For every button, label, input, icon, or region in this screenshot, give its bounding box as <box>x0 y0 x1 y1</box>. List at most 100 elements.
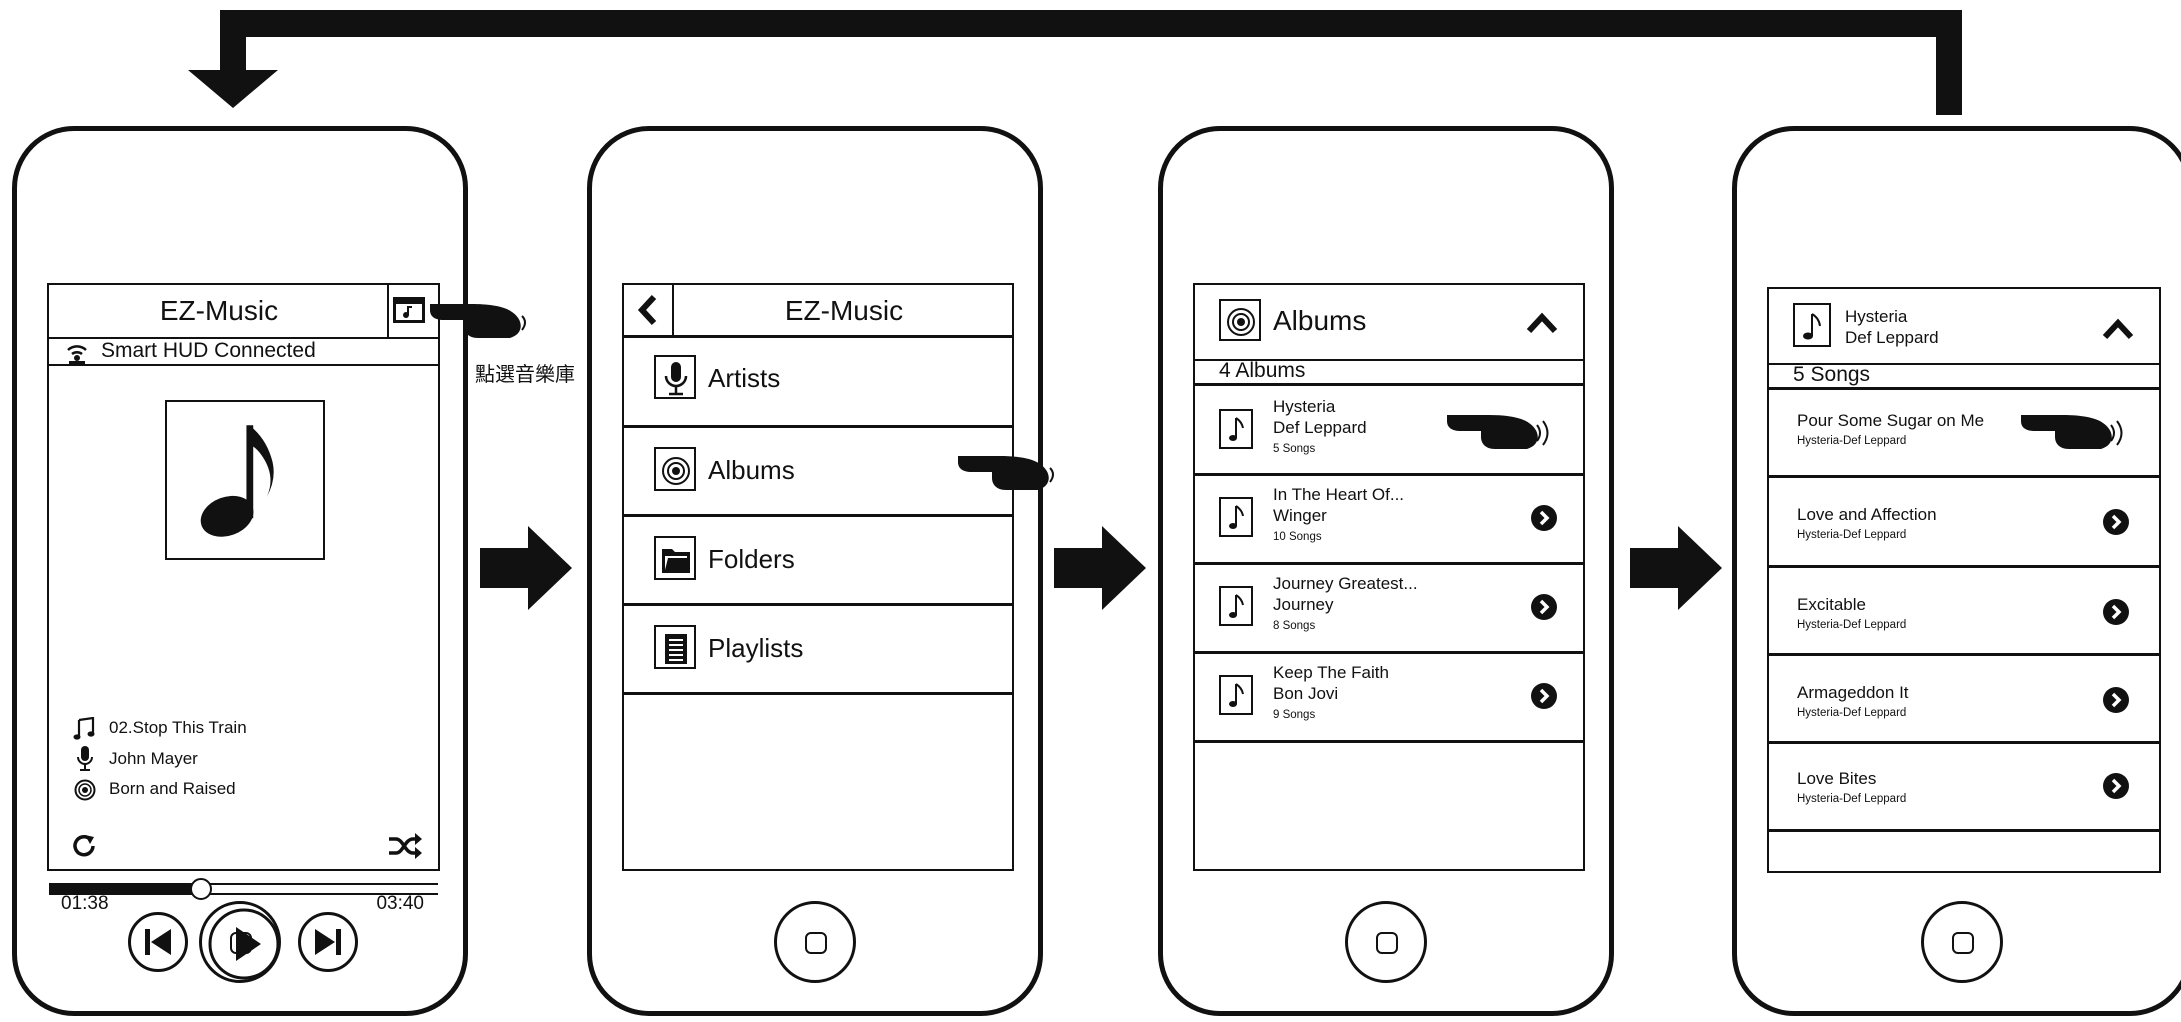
song-row[interactable]: Armageddon It Hysteria-Def Leppard <box>1769 655 2159 743</box>
collapse-chevron-icon[interactable] <box>1525 309 1559 337</box>
album-disc-icon <box>1219 299 1261 341</box>
album-title: Keep The Faith <box>1273 663 1389 682</box>
artist-name: John Mayer <box>109 749 198 768</box>
flow-arrow-1 <box>480 526 572 610</box>
chevron-right-icon[interactable] <box>1531 594 1557 620</box>
song-title: Excitable <box>1797 595 1866 614</box>
album-row[interactable]: In The Heart Of... Winger 10 Songs <box>1195 475 1583 563</box>
music-note-icon <box>1219 497 1253 537</box>
menu-item-folders[interactable]: Folders <box>624 516 1012 604</box>
track-note-icon <box>73 717 95 740</box>
library-button[interactable] <box>391 293 427 327</box>
album-song-count: 5 Songs <box>1273 443 1316 455</box>
collapse-chevron-icon[interactable] <box>2101 315 2135 343</box>
album-row[interactable]: Keep The Faith Bon Jovi 9 Songs <box>1195 653 1583 741</box>
album-art <box>165 400 325 560</box>
songs-count: 5 Songs <box>1793 363 1871 386</box>
home-button[interactable] <box>1921 901 2003 983</box>
chevron-right-icon[interactable] <box>1531 683 1557 709</box>
microphone-icon <box>654 355 696 399</box>
music-note-icon <box>200 425 274 537</box>
album-artist: Bon Jovi <box>1273 684 1339 703</box>
chevron-right-icon[interactable] <box>2103 687 2129 713</box>
chevron-right-icon[interactable] <box>2103 509 2129 535</box>
song-subtitle: Hysteria-Def Leppard <box>1797 707 1907 719</box>
song-subtitle: Hysteria-Def Leppard <box>1797 435 1907 447</box>
home-button[interactable] <box>1345 901 1427 983</box>
flow-arrow-2 <box>1054 526 1146 610</box>
library-folder-icon <box>393 297 425 323</box>
albums-title: Albums <box>1273 305 1367 336</box>
tap-hand-icon <box>1447 415 1549 449</box>
phone-albums: Albums 4 Albums Hysteria Def Leppard 5 S… <box>1158 126 1614 1016</box>
next-icon[interactable] <box>297 911 359 973</box>
menu-label-playlists: Playlists <box>708 633 804 663</box>
home-button[interactable] <box>199 901 281 983</box>
back-button[interactable] <box>624 285 674 337</box>
tap-hand-icon <box>2021 415 2123 449</box>
song-row[interactable]: Excitable Hysteria-Def Leppard <box>1769 567 2159 655</box>
song-row[interactable]: Pour Some Sugar on Me Hysteria-Def Leppa… <box>1769 389 2159 477</box>
now-playing-screen: EZ-Music Smart HUD Connected <box>47 283 440 980</box>
chevron-right-icon[interactable] <box>2103 599 2129 625</box>
song-subtitle: Hysteria-Def Leppard <box>1797 619 1907 631</box>
time-elapsed: 01:38 <box>61 893 109 914</box>
folder-icon <box>654 536 696 580</box>
library-menu-screen: EZ-Music Artists Albums Folders <box>622 283 1014 871</box>
progress-thumb[interactable] <box>189 878 212 900</box>
menu-label-folders: Folders <box>708 544 795 574</box>
menu-item-playlists[interactable]: Playlists <box>624 605 1012 693</box>
song-title: Love Bites <box>1797 769 1877 788</box>
album-artist: Winger <box>1273 506 1327 525</box>
tap-hand-icon <box>430 304 526 338</box>
chevron-right-icon[interactable] <box>1531 505 1557 531</box>
album-row[interactable]: Hysteria Def Leppard 5 Songs <box>1195 385 1583 473</box>
app-title: EZ-Music <box>159 295 279 326</box>
phone-now-playing: EZ-Music Smart HUD Connected <box>12 126 468 1016</box>
album-title: In The Heart Of... <box>1273 485 1405 504</box>
album-title: Hysteria <box>1845 307 1908 326</box>
tap-hand-icon <box>958 456 1054 490</box>
album-song-count: 9 Songs <box>1273 709 1316 721</box>
back-chevron-icon <box>637 294 657 326</box>
album-title: Hysteria <box>1273 397 1336 416</box>
album-row[interactable]: Journey Greatest... Journey 8 Songs <box>1195 564 1583 652</box>
song-title: Pour Some Sugar on Me <box>1797 411 1985 430</box>
album-disc-icon <box>654 447 696 491</box>
menu-title: EZ-Music <box>784 295 904 326</box>
connection-status: Smart HUD Connected <box>101 339 316 362</box>
home-button[interactable] <box>774 901 856 983</box>
song-title: Love and Affection <box>1797 505 1937 524</box>
menu-item-artists[interactable]: Artists <box>624 337 1012 425</box>
music-note-icon <box>1219 409 1253 449</box>
song-row[interactable]: Love and Affection Hysteria-Def Leppard <box>1769 477 2159 565</box>
repeat-icon[interactable] <box>69 831 99 861</box>
time-total: 03:40 <box>376 893 424 914</box>
wifi-icon <box>67 345 87 364</box>
music-note-icon <box>1219 675 1253 715</box>
album-artist: Def Leppard <box>1273 418 1367 437</box>
songs-screen: Hysteria Def Leppard 5 Songs Pour Some S… <box>1767 287 2161 873</box>
chevron-right-icon[interactable] <box>2103 773 2129 799</box>
album-artist: Journey <box>1273 595 1334 614</box>
album-disc-icon <box>74 779 96 801</box>
progress-track[interactable] <box>49 883 438 895</box>
return-flow-arrow <box>188 10 1962 115</box>
shuffle-icon[interactable] <box>387 831 423 861</box>
menu-item-albums[interactable]: Albums <box>624 427 1012 515</box>
song-subtitle: Hysteria-Def Leppard <box>1797 793 1907 805</box>
song-subtitle: Hysteria-Def Leppard <box>1797 529 1907 541</box>
album-song-count: 10 Songs <box>1273 531 1322 543</box>
flow-annotation: 點選音樂庫 <box>475 362 575 386</box>
progress-fill <box>49 883 201 895</box>
phone-songs: Hysteria Def Leppard 5 Songs Pour Some S… <box>1732 126 2181 1016</box>
playlist-icon <box>654 625 696 669</box>
music-note-icon <box>1219 586 1253 626</box>
microphone-icon <box>77 746 93 771</box>
album-artist: Def Leppard <box>1845 328 1939 347</box>
song-row[interactable]: Love Bites Hysteria-Def Leppard <box>1769 743 2159 831</box>
previous-icon[interactable] <box>127 911 189 973</box>
album-song-count: 8 Songs <box>1273 620 1316 632</box>
menu-label-albums: Albums <box>708 455 795 485</box>
menu-label-artists: Artists <box>708 363 781 393</box>
